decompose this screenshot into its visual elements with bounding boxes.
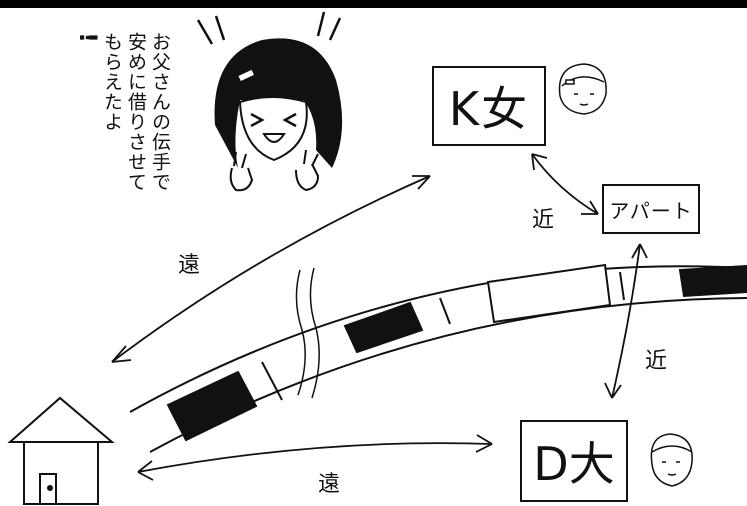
- house-icon: [7, 396, 115, 505]
- face-sketch-icon: [558, 63, 607, 115]
- k-school-label: K女: [448, 82, 530, 136]
- d-university-label: D大: [533, 437, 615, 491]
- k-school-box: K女: [432, 66, 546, 146]
- arrow-home-to-k: [111, 175, 431, 363]
- arrow-home-to-d: [137, 434, 493, 481]
- panel-top-border: [0, 0, 747, 8]
- speech-line-3: もらえたよ: [101, 32, 123, 132]
- train-icon: [129, 263, 747, 453]
- far-label-home-d: 遠: [318, 472, 341, 497]
- excitement-marks: [196, 11, 342, 45]
- near-label-apartment-d: 近: [645, 349, 668, 374]
- arrow-apartment-to-d: [604, 243, 648, 399]
- near-label-k-apartment: 近: [532, 208, 555, 233]
- speech-line-1: お父さんの伝手で: [149, 32, 171, 192]
- speech-line-2: 安めに借りさせて: [125, 32, 147, 192]
- arrow-k-to-apartment: [531, 153, 599, 215]
- apartment-label: アパート: [609, 198, 693, 223]
- girl-character: [214, 38, 343, 192]
- apartment-box: アパート: [602, 184, 700, 234]
- break-lines: [295, 267, 320, 399]
- face-sketch-icon: [650, 433, 693, 487]
- d-university-box: D大: [520, 420, 628, 502]
- speech-line-4: !: [74, 32, 102, 44]
- far-label-home-k: 遠: [178, 253, 201, 278]
